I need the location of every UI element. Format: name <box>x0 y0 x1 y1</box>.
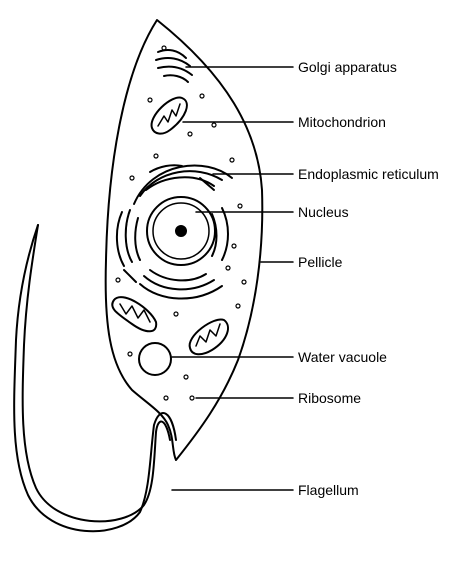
ribosomes <box>115 45 247 401</box>
mitochondrion-lower-right <box>188 318 229 356</box>
label-mitochondrion: Mitochondrion <box>298 114 386 130</box>
label-pellicle: Pellicle <box>298 254 343 270</box>
label-ribosome: Ribosome <box>298 390 361 406</box>
leader-lines <box>171 66 294 491</box>
golgi-apparatus <box>155 49 193 83</box>
water-vacuole <box>138 342 172 376</box>
label-flagellum: Flagellum <box>298 482 359 498</box>
flagellum <box>13 224 177 533</box>
flagellum-inner <box>21 224 171 523</box>
mitochondrion-lower-left <box>111 296 158 333</box>
pellicle-outline <box>104 19 264 461</box>
mitochondrion-upper <box>150 96 188 135</box>
nucleus <box>146 196 216 266</box>
label-water-vacuole: Water vacuole <box>298 349 387 365</box>
label-golgi: Golgi apparatus <box>298 59 397 75</box>
endoplasmic-reticulum <box>116 164 233 300</box>
label-nucleus: Nucleus <box>298 204 349 220</box>
label-endoplasmic-reticulum: Endoplasmic reticulum <box>298 166 439 182</box>
